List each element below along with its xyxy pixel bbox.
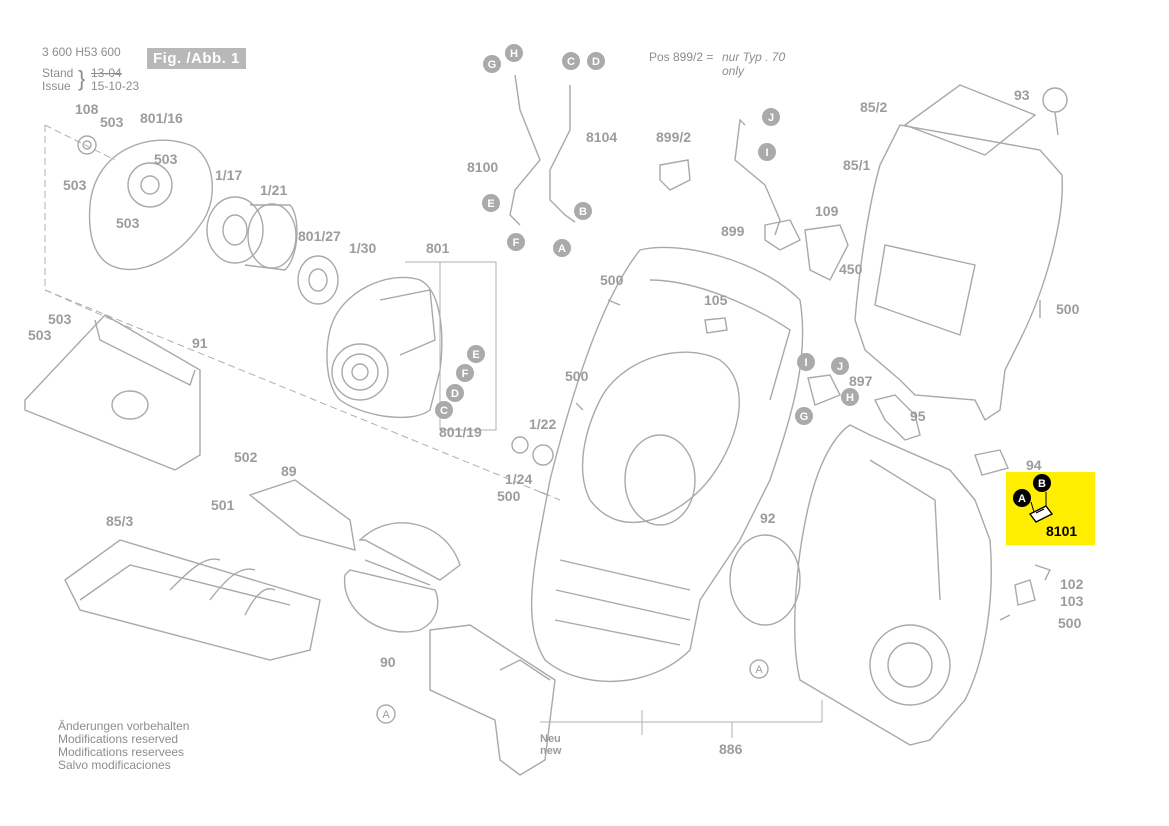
issue-label: Issue (42, 79, 71, 93)
part-label: 450 (839, 261, 863, 277)
part-label: 1/21 (260, 182, 288, 198)
svg-text:J: J (837, 361, 843, 373)
part-label: 503 (100, 114, 124, 130)
part-label: 502 (234, 449, 258, 465)
part-label: 8104 (586, 129, 618, 145)
part-label: 801/16 (140, 110, 183, 126)
stand-label: Stand (42, 66, 74, 80)
svg-text:A: A (755, 664, 763, 676)
svg-text:A: A (1018, 493, 1026, 505)
part-label: 801/19 (439, 424, 482, 440)
part-label: 503 (63, 177, 87, 193)
svg-text:I: I (765, 147, 768, 159)
part-label: 500 (1056, 301, 1080, 317)
part-label: 92 (760, 510, 776, 526)
disclaimer-line: Modifications reserved (58, 732, 179, 746)
disclaimer-line: Modifications reservees (58, 745, 185, 759)
part-label: 899/2 (656, 129, 692, 145)
note-only: only (722, 64, 745, 78)
motor-housing-part (326, 276, 443, 419)
doc-number: 3 600 H53 600 (42, 45, 121, 59)
part-label: 1/30 (349, 240, 377, 256)
switch-part-icon: A B (1013, 474, 1054, 523)
part-label: 102 (1060, 576, 1084, 592)
disclaimer-line: Salvo modificaciones (58, 758, 171, 772)
svg-text:G: G (800, 411, 809, 423)
svg-text:H: H (510, 48, 518, 60)
svg-text:G: G (488, 59, 497, 71)
part-label: 503 (28, 327, 52, 343)
main-housing-part (530, 246, 804, 682)
part-label: 500 (497, 488, 521, 504)
highlight-box[interactable]: A B (1006, 472, 1095, 545)
part-label: 801 (426, 240, 450, 256)
part-label: 503 (154, 151, 178, 167)
svg-text:F: F (462, 368, 469, 380)
svg-text:D: D (451, 388, 459, 400)
note-text: nur Typ . 70 (722, 50, 786, 64)
brace: } (78, 66, 86, 91)
part-label: 503 (116, 215, 140, 231)
svg-text:H: H (846, 392, 854, 404)
part-label: 94 (1026, 457, 1042, 473)
svg-text:C: C (440, 405, 448, 417)
part-label: 801/27 (298, 228, 341, 244)
base-tray-part (64, 539, 321, 661)
part-label: 85/2 (860, 99, 888, 115)
issue-value: 15-10-23 (91, 79, 140, 93)
stand-value: 13-04 (91, 66, 122, 80)
callout-markers: H G E F C D B A J I E F D C I J G H A A (376, 44, 859, 724)
note-pos: Pos 899/2 = (649, 50, 714, 64)
part-label: 1/24 (505, 471, 533, 487)
part-label: 886 (719, 741, 743, 757)
part-label: 91 (192, 335, 208, 351)
svg-text:I: I (804, 357, 807, 369)
right-housing-part (794, 424, 992, 746)
svg-text:E: E (487, 198, 494, 210)
part-label: 108 (75, 101, 99, 117)
new-label: new (540, 745, 562, 757)
part-label: 1/22 (529, 416, 557, 432)
top-housing-part (854, 124, 1063, 422)
highlighted-part-label: 8101 (1046, 523, 1078, 539)
part-label: 90 (380, 654, 396, 670)
figure-label: Fig. /Abb. 1 (147, 48, 246, 69)
motor-cover-part (77, 135, 213, 271)
svg-text:A: A (558, 243, 566, 255)
svg-text:B: B (1038, 478, 1046, 490)
svg-text:E: E (472, 349, 479, 361)
part-label: 109 (815, 203, 839, 219)
part-label: 899 (721, 223, 745, 239)
part-label: 103 (1060, 593, 1084, 609)
part-label: 500 (1058, 615, 1082, 631)
part-label: 503 (48, 311, 72, 327)
part-label: 500 (600, 272, 624, 288)
part-label: 501 (211, 497, 235, 513)
part-label: 85/1 (843, 157, 871, 173)
part-label: 93 (1014, 87, 1030, 103)
disclaimer: Änderungen vorbehalten Modifications res… (58, 720, 189, 772)
svg-text:B: B (579, 206, 587, 218)
svg-text:F: F (513, 237, 520, 249)
part-label: 8100 (467, 159, 499, 175)
part-label: 1/17 (215, 167, 243, 183)
bottom-plate-part (24, 314, 201, 471)
svg-text:A: A (382, 709, 390, 721)
part-label: 897 (849, 373, 873, 389)
part-label: 95 (910, 408, 926, 424)
part-label: 85/3 (106, 513, 134, 529)
part-label: 500 (565, 368, 589, 384)
part-label: 89 (281, 463, 297, 479)
svg-text:D: D (592, 56, 600, 68)
disclaimer-line: Änderungen vorbehalten (58, 719, 190, 733)
svg-text:J: J (768, 112, 774, 124)
part-label: 105 (704, 292, 728, 308)
svg-text:C: C (567, 56, 575, 68)
neu-label: Neu (540, 733, 561, 745)
